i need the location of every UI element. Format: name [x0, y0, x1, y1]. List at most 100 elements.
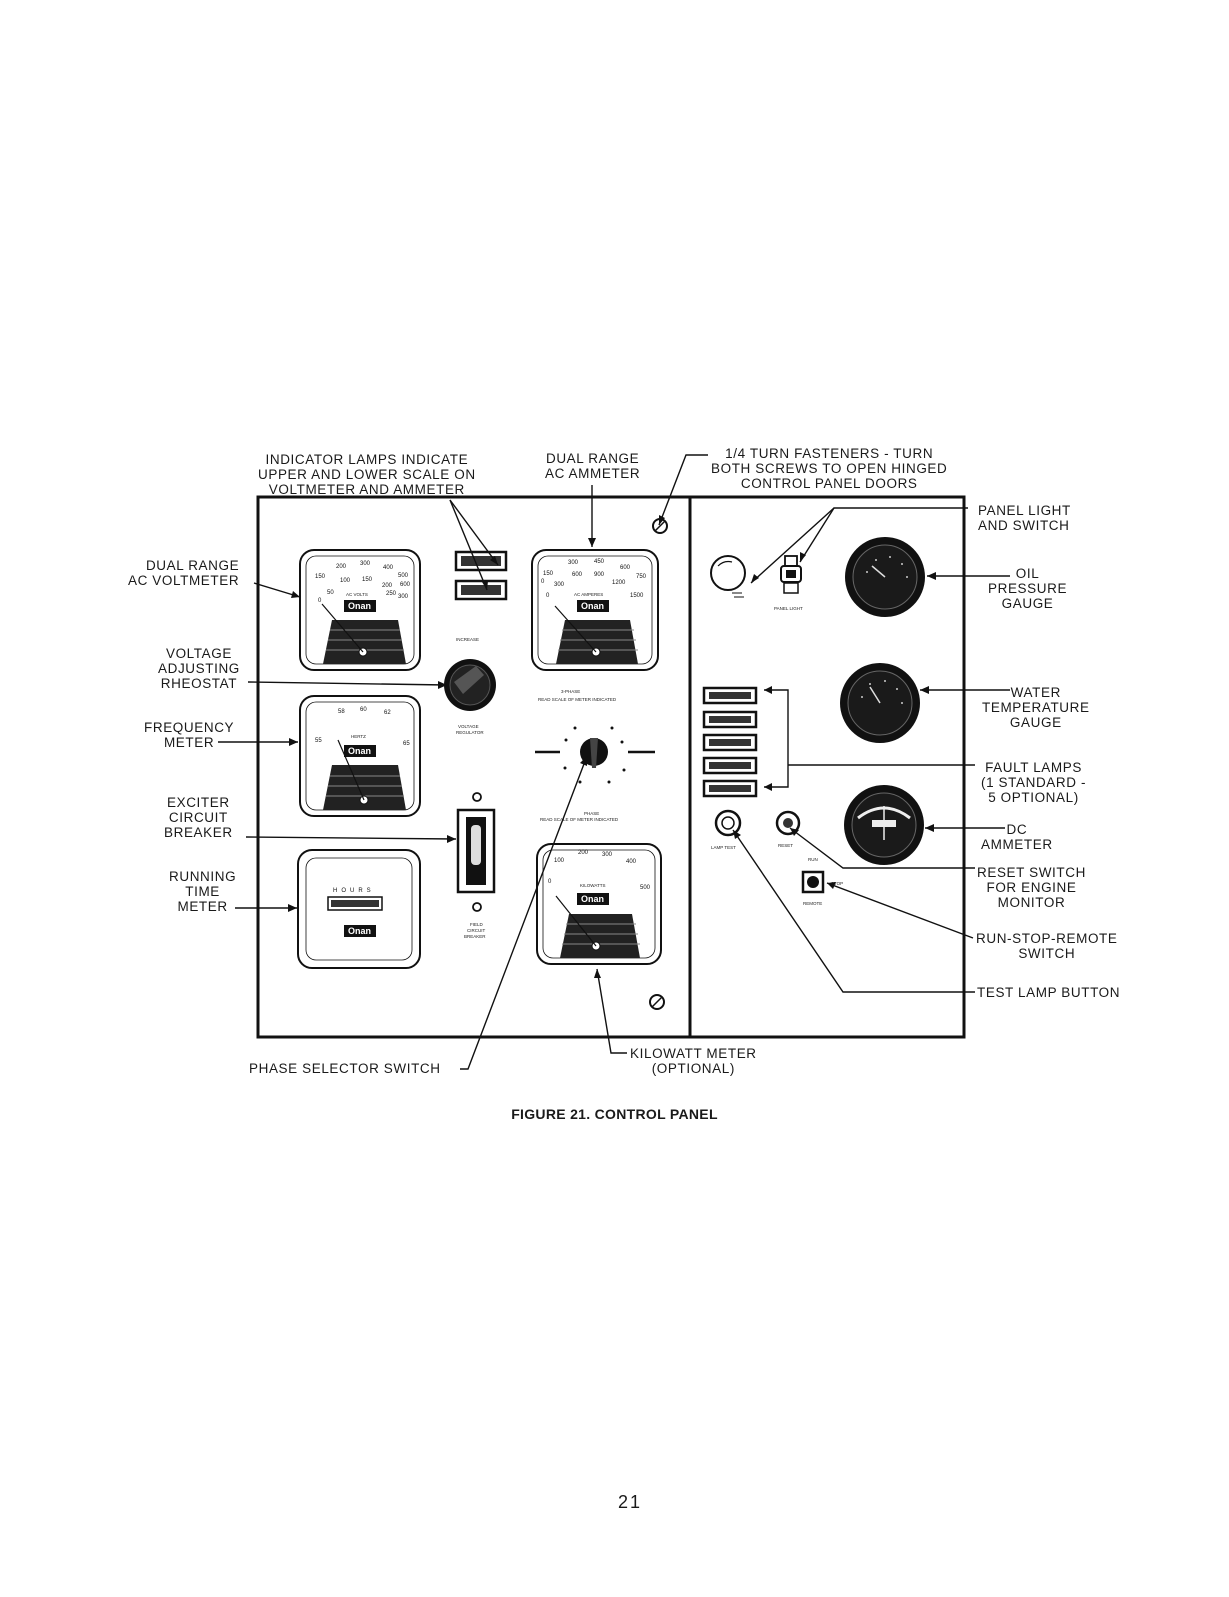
svg-text:300: 300 [602, 852, 613, 858]
reset-switch: RESET [775, 810, 801, 848]
svg-text:58: 58 [338, 709, 345, 715]
svg-text:400: 400 [626, 859, 637, 865]
svg-text:PANEL LIGHT: PANEL LIGHT [774, 606, 803, 611]
svg-text:LAMP TEST: LAMP TEST [711, 845, 736, 850]
svg-text:60: 60 [360, 707, 367, 713]
svg-text:Onan: Onan [348, 601, 371, 611]
label-reset-switch: RESET SWITCH FOR ENGINE MONITOR [977, 865, 1086, 910]
svg-text:REGULATOR: REGULATOR [456, 730, 484, 735]
fastener-lower [649, 994, 665, 1010]
label-exciter-breaker: EXCITER CIRCUIT BREAKER [164, 795, 233, 840]
svg-text:Onan: Onan [348, 926, 371, 936]
page-number: 21 [617, 1492, 643, 1512]
label-run-stop-remote: RUN-STOP-REMOTE SWITCH [976, 931, 1118, 961]
svg-text:600: 600 [572, 572, 583, 578]
svg-text:0: 0 [318, 598, 322, 604]
svg-text:55: 55 [315, 738, 322, 744]
label-test-lamp: TEST LAMP BUTTON [977, 985, 1121, 1000]
water-temperature-gauge [840, 663, 920, 743]
svg-text:900: 900 [594, 572, 605, 578]
svg-text:750: 750 [636, 574, 647, 580]
phase-selector-switch: 3-PHASE READ SCALE OF METER INDICATED PH… [535, 689, 655, 822]
ac-voltmeter: 200 300 400 500 600 150 100 150 200 250 … [299, 549, 421, 671]
svg-text:1200: 1200 [612, 580, 626, 586]
indicator-lamp-lower [454, 579, 508, 601]
label-panel-light: PANEL LIGHT AND SWITCH [978, 503, 1071, 533]
svg-text:Onan: Onan [581, 894, 604, 904]
svg-text:300: 300 [568, 560, 579, 566]
svg-text:300: 300 [398, 594, 409, 600]
label-phase-selector: PHASE SELECTOR SWITCH [249, 1061, 441, 1076]
svg-text:300: 300 [360, 561, 371, 567]
leader-lines [218, 454, 1010, 1070]
test-lamp-button: LAMP TEST [711, 809, 742, 850]
label-running-time: RUNNING TIME METER [169, 869, 237, 914]
label-fault-lamps: FAULT LAMPS (1 STANDARD - 5 OPTIONAL) [981, 760, 1087, 805]
svg-text:BREAKER: BREAKER [464, 934, 486, 939]
svg-text:65: 65 [403, 741, 410, 747]
label-ac-ammeter: DUAL RANGE AC AMMETER [545, 451, 641, 481]
svg-text:100: 100 [554, 858, 565, 864]
svg-text:STOP: STOP [831, 881, 843, 886]
svg-text:150: 150 [315, 574, 326, 580]
svg-text:Onan: Onan [581, 601, 604, 611]
svg-text:0: 0 [541, 579, 545, 585]
svg-text:500: 500 [398, 573, 409, 579]
panel-light-switch: PANEL LIGHT [774, 555, 803, 611]
svg-text:VOLTAGE: VOLTAGE [458, 724, 479, 729]
svg-text:AC VOLTS: AC VOLTS [346, 592, 368, 597]
panel-light [710, 555, 746, 598]
label-indicator-lamps: INDICATOR LAMPS INDICATE UPPER AND LOWER… [258, 452, 476, 497]
svg-text:READ SCALE OF METER INDICATED: READ SCALE OF METER INDICATED [540, 817, 619, 822]
svg-text:250: 250 [386, 591, 397, 597]
svg-text:READ SCALE OF METER INDICATED: READ SCALE OF METER INDICATED [538, 697, 617, 702]
svg-text:HERTZ: HERTZ [351, 734, 366, 739]
indicator-lamp-upper [454, 550, 508, 572]
fault-lamp [702, 756, 758, 775]
svg-text:CIRCUIT: CIRCUIT [467, 928, 485, 933]
svg-text:KILOWATTS: KILOWATTS [580, 883, 606, 888]
svg-text:450: 450 [594, 559, 605, 565]
svg-text:150: 150 [362, 577, 373, 583]
fault-lamp [702, 710, 758, 729]
svg-text:Onan: Onan [348, 746, 371, 756]
fault-lamp [702, 779, 758, 798]
label-fasteners: 1/4 TURN FASTENERS - TURN BOTH SCREWS TO… [711, 446, 948, 491]
label-voltage-rheostat: VOLTAGE ADJUSTING RHEOSTAT [158, 646, 240, 691]
fault-lamp [702, 686, 758, 705]
svg-text:RUN: RUN [808, 857, 818, 862]
svg-text:AC AMPERES: AC AMPERES [574, 592, 603, 597]
svg-text:REMOTE: REMOTE [803, 901, 822, 906]
run-stop-remote-switch: RUN STOP REMOTE [801, 857, 843, 906]
voltage-adjusting-rheostat: INCREASE VOLTAGE REGULATOR [444, 637, 496, 735]
svg-text:0: 0 [546, 593, 550, 599]
svg-text:150: 150 [543, 571, 554, 577]
svg-text:INCREASE: INCREASE [456, 637, 479, 642]
control-panel-frame [256, 495, 966, 1039]
oil-pressure-gauge [845, 537, 925, 617]
fault-lamp [702, 733, 758, 752]
label-dc-ammeter: DC AMMETER [981, 822, 1053, 852]
svg-text:600: 600 [620, 565, 631, 571]
exciter-circuit-breaker: FIELD CIRCUIT BREAKER [456, 792, 496, 939]
kilowatt-meter: 100 200 300 400 500 0 KILOWATTS Onan [536, 843, 662, 965]
svg-text:300: 300 [554, 582, 565, 588]
svg-text:RESET: RESET [778, 843, 793, 848]
ac-ammeter: 300 450 600 750 150 600 900 1200 1500 30… [531, 549, 659, 671]
svg-text:100: 100 [340, 578, 351, 584]
svg-text:PHASE: PHASE [584, 811, 599, 816]
svg-text:HOURS: HOURS [333, 888, 375, 894]
svg-text:600: 600 [400, 582, 411, 588]
svg-text:1500: 1500 [630, 593, 644, 599]
frequency-meter: 58 60 62 55 65 HERTZ Onan [299, 695, 421, 817]
svg-text:0: 0 [548, 879, 552, 885]
svg-text:400: 400 [383, 565, 394, 571]
svg-text:200: 200 [336, 564, 347, 570]
label-kilowatt-meter: KILOWATT METER (OPTIONAL) [630, 1046, 757, 1076]
svg-text:200: 200 [578, 850, 589, 856]
svg-text:62: 62 [384, 710, 391, 716]
svg-text:500: 500 [640, 885, 651, 891]
svg-text:200: 200 [382, 583, 393, 589]
dc-ammeter [844, 785, 924, 865]
